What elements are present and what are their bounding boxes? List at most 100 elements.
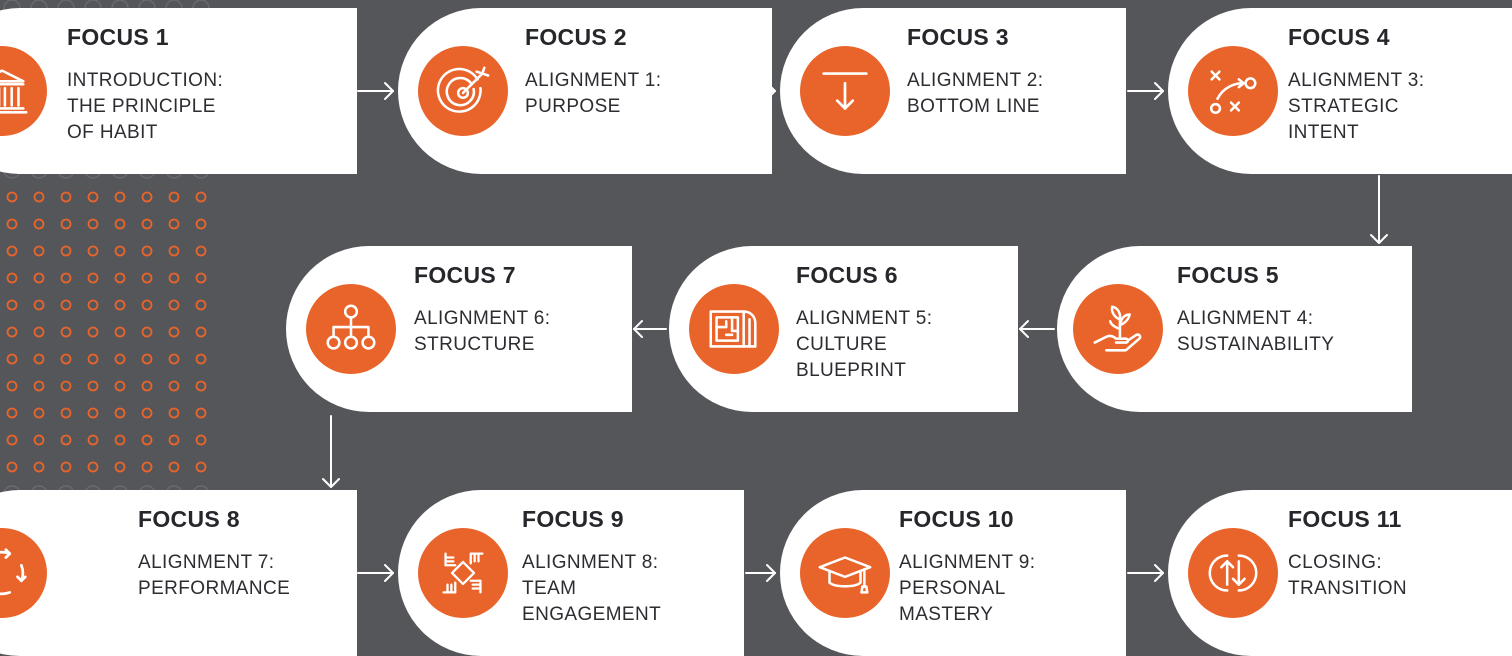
arrow-1-to-2 [357,82,394,100]
hand-plant-icon [1073,284,1163,374]
background-dot [60,299,72,311]
focus-description: ALIGNMENT 3: STRATEGIC INTENT [1288,70,1425,143]
background-dot [195,461,207,473]
background-dot [195,218,207,230]
focus-description: ALIGNMENT 4: SUSTAINABILITY [1177,308,1335,355]
background-dot [60,353,72,365]
background-dot [168,434,180,446]
background-dot [141,272,153,284]
background-dot [6,272,18,284]
background-dot [141,434,153,446]
background-dot [168,407,180,419]
background-dot [87,326,99,338]
focus-title: FOCUS 1 [67,24,169,50]
background-dot [60,272,72,284]
background-dot [33,191,45,203]
focus-6-card[interactable]: FOCUS 6 ALIGNMENT 5: CULTURE BLUEPRINT [669,246,1018,412]
focus-description: ALIGNMENT 8: TEAM ENGAGEMENT [522,552,662,625]
arrow-7-to-8 [322,415,340,488]
background-dot [87,461,99,473]
background-dot [6,191,18,203]
background-dot [168,461,180,473]
background-dot [168,353,180,365]
focus-description: CLOSING: TRANSITION [1288,552,1408,599]
background-dot [114,245,126,257]
strategy-play-icon [1188,46,1278,136]
focus-description: INTRODUCTION: THE PRINCIPLE OF HABIT [67,70,224,143]
focus-description: ALIGNMENT 5: CULTURE BLUEPRINT [796,308,933,381]
background-dot [195,434,207,446]
background-dot [141,380,153,392]
background-dot [6,461,18,473]
background-dot [114,353,126,365]
focus-4-card[interactable]: FOCUS 4 ALIGNMENT 3: STRATEGIC INTENT [1168,8,1512,174]
background-dot [6,380,18,392]
background-dot [60,218,72,230]
background-dot [168,218,180,230]
background-dot [60,191,72,203]
linked-hands-icon [418,528,508,618]
background-dot [114,380,126,392]
background-dot [114,434,126,446]
focus-11-card[interactable]: FOCUS 11 CLOSING: TRANSITION [1168,490,1512,656]
arrow-4-to-5 [1370,175,1388,244]
background-dot [141,407,153,419]
background-dot [114,407,126,419]
focus-title: FOCUS 3 [907,24,1009,50]
focus-10-card[interactable]: FOCUS 10 ALIGNMENT 9: PERSONAL MASTERY [780,490,1126,656]
background-dot [60,461,72,473]
background-dot [60,245,72,257]
focus-1-card[interactable]: FOCUS 1 INTRODUCTION: THE PRINCIPLE OF H… [0,8,357,174]
background-dot [141,461,153,473]
background-dot [195,353,207,365]
focus-title: FOCUS 11 [1288,506,1402,532]
background-dot [168,380,180,392]
background-dot [33,407,45,419]
blueprint-icon [689,284,779,374]
background-dot [114,272,126,284]
background-dot [33,245,45,257]
focus-2-card[interactable]: FOCUS 2 ALIGNMENT 1: PURPOSE [398,8,772,174]
background-dot [168,326,180,338]
focus-description: ALIGNMENT 7: PERFORMANCE [138,552,291,599]
background-dot [195,272,207,284]
background-dot [33,434,45,446]
target-icon [418,46,508,136]
background-dot [6,434,18,446]
background-dot [114,299,126,311]
focus-9-card[interactable]: FOCUS 9 ALIGNMENT 8: TEAM ENGAGEMENT [398,490,744,656]
focus-8-card[interactable]: FOCUS 8 ALIGNMENT 7: PERFORMANCE [0,490,357,656]
background-dot [33,218,45,230]
background-dot [168,245,180,257]
transition-arrows-icon [1188,528,1278,618]
background-dot [141,353,153,365]
background-dot [195,245,207,257]
focus-title: FOCUS 9 [522,506,624,532]
focus-description: ALIGNMENT 9: PERSONAL MASTERY [899,552,1036,625]
background-dot [60,407,72,419]
bottom-line-arrow-icon [800,46,890,136]
org-chart-icon [306,284,396,374]
focus-3-card[interactable]: FOCUS 3 ALIGNMENT 2: BOTTOM LINE [780,8,1126,174]
focus-description: ALIGNMENT 1: PURPOSE [525,70,662,117]
focus-description: ALIGNMENT 6: STRUCTURE [414,308,551,355]
background-dot [195,326,207,338]
background-dot [6,299,18,311]
background-dot [87,218,99,230]
background-dot [114,461,126,473]
focus-title: FOCUS 10 [899,506,1014,532]
background-dot [195,191,207,203]
focus-description: ALIGNMENT 2: BOTTOM LINE [907,70,1044,117]
graduation-cap-icon [800,528,890,618]
focus-title: FOCUS 4 [1288,24,1390,50]
background-dot [168,191,180,203]
background-dot [6,326,18,338]
focus-title: FOCUS 7 [414,262,516,288]
background-dot [168,299,180,311]
background-dot [33,353,45,365]
focus-7-card[interactable]: FOCUS 7 ALIGNMENT 6: STRUCTURE [286,246,632,412]
background-dot [195,407,207,419]
focus-5-card[interactable]: FOCUS 5 ALIGNMENT 4: SUSTAINABILITY [1057,246,1412,412]
background-dot [6,218,18,230]
background-dot [87,245,99,257]
